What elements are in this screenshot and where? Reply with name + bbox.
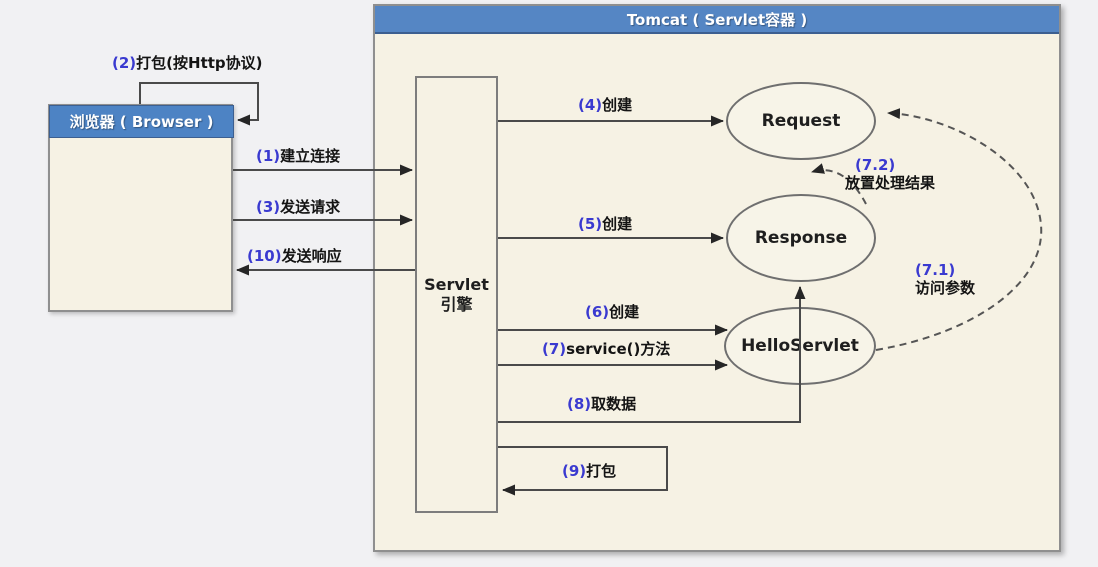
servlet-engine-label-line2: 引擎 xyxy=(440,294,473,314)
label-step4: (4)创建 xyxy=(578,96,633,114)
label-step7: (7)service()方法 xyxy=(542,340,671,358)
servlet-engine-box: Servlet 引擎 xyxy=(415,76,498,513)
helloservlet-node-label: HelloServlet xyxy=(741,336,859,356)
helloservlet-node: HelloServlet xyxy=(724,307,876,385)
response-node-label: Response xyxy=(754,228,848,248)
label-step3: (3)发送请求 xyxy=(256,198,341,216)
label-step6: (6)创建 xyxy=(585,303,640,321)
label-step8: (8)取数据 xyxy=(567,395,637,413)
label-step1: (1)建立连接 xyxy=(256,147,341,165)
response-node: Response xyxy=(726,194,876,282)
label-step5: (5)创建 xyxy=(578,215,633,233)
label-step2: (2)打包(按Http协议) xyxy=(112,54,263,72)
tomcat-title-bar: Tomcat ( Servlet容器 ) xyxy=(375,6,1059,34)
label-step9: (9)打包 xyxy=(562,462,617,480)
browser-box: 浏览器 ( Browser ) xyxy=(48,104,234,312)
servlet-engine-label-line1: Servlet xyxy=(424,274,489,294)
browser-title-bar: 浏览器 ( Browser ) xyxy=(49,105,234,138)
label-step7-1: (7.1)访问参数 xyxy=(915,261,976,297)
request-node: Request xyxy=(726,82,876,160)
label-step7-2: (7.2)放置处理结果 xyxy=(845,156,936,192)
label-step10: (10)发送响应 xyxy=(247,247,342,265)
request-node-label: Request xyxy=(761,111,841,131)
